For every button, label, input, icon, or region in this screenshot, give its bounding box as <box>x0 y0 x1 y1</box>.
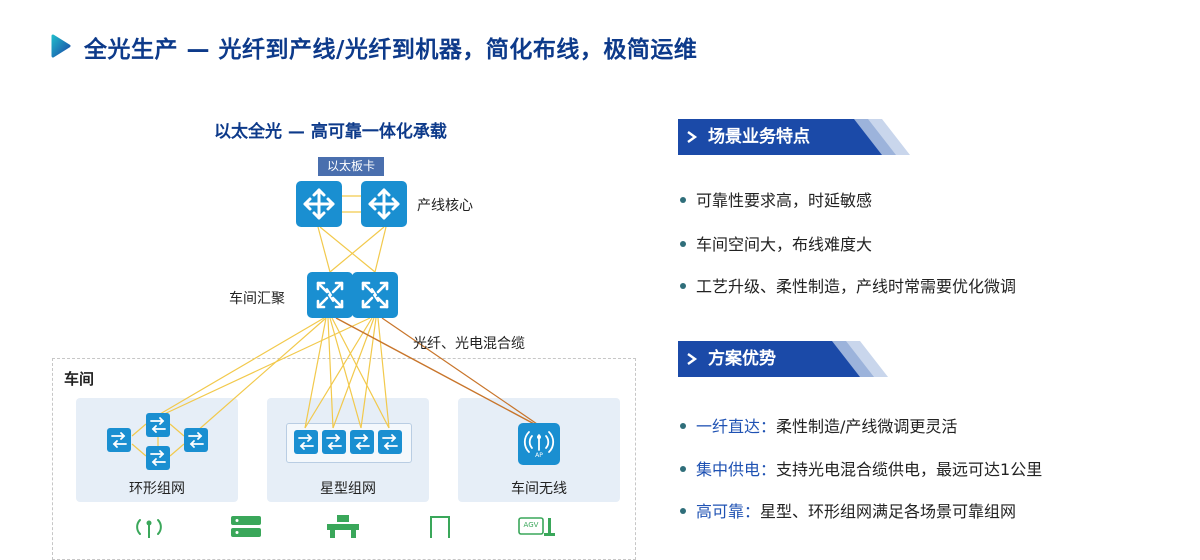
scenario-item-text: 车间空间大，布线难度大 <box>696 235 873 254</box>
chevron-right-icon <box>687 353 698 365</box>
advantages-heading: 方案优势 <box>708 349 776 369</box>
wireless-ap: AP <box>518 423 560 469</box>
core-agg-link <box>317 226 331 273</box>
advantage-text: 星型、环形组网满足各场景可靠组网 <box>760 502 1017 521</box>
agg-star-link <box>332 317 375 429</box>
scenario-item: 工艺升级、柔性制造，产线时常需要优化微调 <box>680 273 1016 297</box>
scenario-heading: 场景业务特点 <box>708 127 810 147</box>
agv-text: AGV <box>523 521 539 529</box>
ring-link <box>131 443 147 457</box>
wireless-label: 车间无线 <box>511 481 567 497</box>
bullet-dot <box>680 422 686 429</box>
agg-star-link <box>329 317 362 429</box>
section-bar-shape <box>678 341 888 377</box>
bullet-dot <box>680 196 686 203</box>
bullet-dot <box>680 282 686 289</box>
agg-ring-link <box>159 317 325 415</box>
hybrid-cable-link <box>335 317 539 427</box>
access-switch-icon <box>107 428 131 452</box>
aggregation-switch-icon <box>307 272 353 318</box>
section-bar-shape <box>678 119 910 155</box>
advantage-text: 支持光电混合缆供电，最远可达1公里 <box>776 460 1043 479</box>
aggregation-switch-icon <box>352 272 398 318</box>
advantage-key: 集中供电： <box>696 460 777 479</box>
ring-link <box>131 423 147 437</box>
access-switch-icon <box>184 428 208 452</box>
agg-star-link <box>331 317 390 429</box>
chevron-right-icon <box>687 131 698 143</box>
advantages-section-bar: 方案优势 <box>678 341 888 377</box>
workshop-label: 车间 <box>64 370 95 388</box>
hybrid-cable-link <box>381 317 541 427</box>
star-access-switch <box>350 430 374 458</box>
star-access-switch <box>294 430 318 458</box>
scenario-item-text: 工艺升级、柔性制造，产线时常需要优化微调 <box>696 277 1017 296</box>
ring-access-switch <box>107 428 131 456</box>
scenario-item: 可靠性要求高，时延敏感 <box>680 187 872 211</box>
ring-link <box>169 423 185 437</box>
advantage-item: 高可靠：星型、环形组网满足各场景可靠组网 <box>680 498 1016 522</box>
wireless-terminal-icon <box>136 519 162 538</box>
agg-star-link <box>377 317 390 429</box>
server-icon <box>231 516 261 537</box>
terminal-device-icon <box>430 516 450 538</box>
bullet-dot <box>680 465 686 472</box>
access-switch-icon <box>146 446 170 470</box>
agg-star-link <box>327 317 334 429</box>
agg-ring-link <box>195 317 327 433</box>
star-network-label: 星型组网 <box>320 481 376 497</box>
aggregation-label: 车间汇聚 <box>229 291 285 307</box>
advantage-key: 一纤直达： <box>696 417 777 436</box>
machine-station-icon <box>327 515 359 538</box>
scenario-section-bar: 场景业务特点 <box>678 119 910 155</box>
access-switch-icon <box>322 430 346 454</box>
advantage-text: 柔性制造/产线微调更灵活 <box>776 417 958 436</box>
wireless-ap-icon <box>518 423 560 465</box>
agg-star-link <box>304 317 373 429</box>
ethernet-board-tag: 以太板卡 <box>318 157 384 176</box>
bullet-dot <box>680 240 686 247</box>
fiber-links <box>131 195 390 457</box>
ring-access-switch <box>184 428 208 456</box>
page-title: 全光生产 — 光纤到产线/光纤到机器，简化布线，极简运维 <box>84 37 698 63</box>
agg-star-link <box>304 317 327 429</box>
access-switch-icon <box>294 430 318 454</box>
aggregation-switch <box>307 272 353 322</box>
star-access-switch <box>322 430 346 458</box>
core-agg-link <box>329 226 385 273</box>
core-label: 产线核心 <box>417 198 473 214</box>
diagram-subtitle: 以太全光 — 高可靠一体化承载 <box>214 122 447 142</box>
core-agg-link <box>319 226 376 273</box>
advantage-item: 一纤直达：柔性制造/产线微调更灵活 <box>680 413 957 437</box>
bullet-dot <box>680 507 686 514</box>
aggregation-switch <box>352 272 398 322</box>
ring-access-switch <box>146 446 170 474</box>
scenario-item: 车间空间大，布线难度大 <box>680 231 872 255</box>
ring-network-label: 环形组网 <box>129 481 185 497</box>
ring-link <box>169 443 185 457</box>
core-switch-icon <box>361 181 407 227</box>
agg-star-link <box>360 317 377 429</box>
core-switch <box>361 181 407 231</box>
ring-access-switch <box>146 413 170 441</box>
play-triangle-icon <box>51 34 71 58</box>
scenario-item-text: 可靠性要求高，时延敏感 <box>696 191 873 210</box>
advantage-key: 高可靠： <box>696 502 761 521</box>
agv-icon <box>518 517 555 536</box>
access-switch-icon <box>146 413 170 437</box>
core-agg-link <box>374 226 387 273</box>
access-switch-icon <box>378 430 402 454</box>
cable-label: 光纤、光电混合缆 <box>413 336 525 352</box>
star-access-switch <box>378 430 402 458</box>
core-switch-icon <box>296 181 342 227</box>
core-switch <box>296 181 342 231</box>
agg-ring-link <box>159 317 371 417</box>
advantage-item: 集中供电：支持光电混合缆供电，最远可达1公里 <box>680 456 1042 480</box>
ap-text: AP <box>535 452 543 459</box>
access-switch-icon <box>350 430 374 454</box>
network-links <box>131 195 541 457</box>
